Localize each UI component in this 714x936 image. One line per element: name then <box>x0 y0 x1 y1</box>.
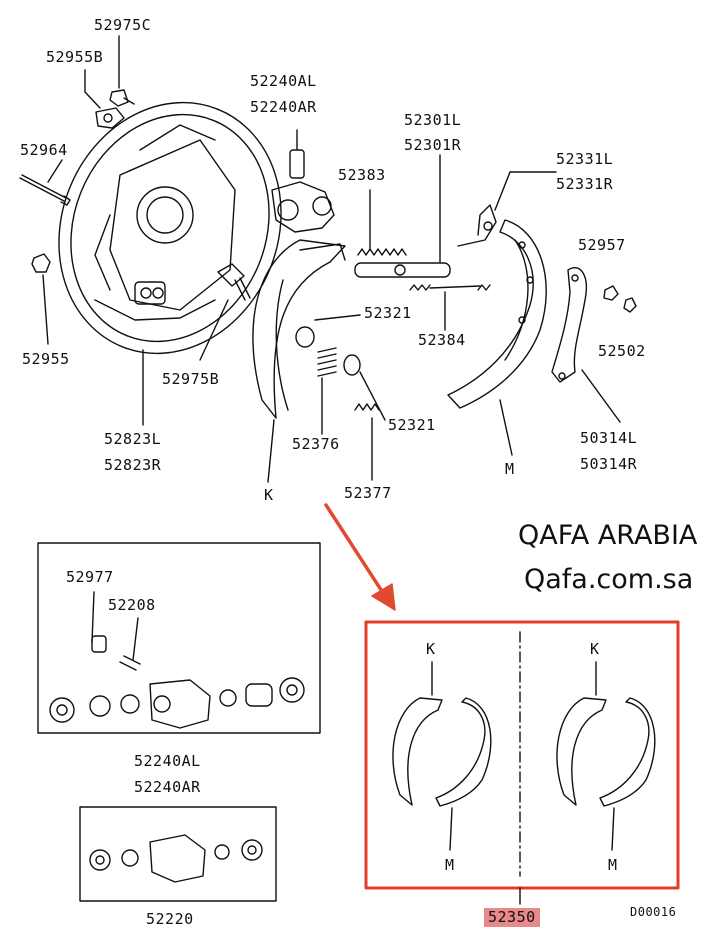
spring-52377 <box>355 404 379 480</box>
label-52331r: 52331R <box>556 175 614 193</box>
brake-shoe-k <box>253 240 345 418</box>
diagram-code: D00016 <box>630 905 677 919</box>
label-52301l: 52301L <box>404 111 462 129</box>
backing-plate <box>22 69 318 387</box>
label-52220: 52220 <box>146 910 194 928</box>
label-kit-m-left: M <box>445 856 455 874</box>
red-arrow <box>326 505 395 610</box>
label-52377: 52377 <box>344 484 392 502</box>
label-52955b: 52955B <box>46 48 104 66</box>
brake-shoe-m <box>448 220 546 408</box>
label-box-52240ar: 52240AR <box>134 778 201 796</box>
bolt-52964 <box>20 175 70 205</box>
adjuster-52301 <box>355 155 450 277</box>
spring-52384 <box>410 285 490 330</box>
label-52321-lower: 52321 <box>388 416 436 434</box>
label-52384: 52384 <box>418 331 466 349</box>
label-52240al: 52240AL <box>250 72 317 90</box>
label-52975c: 52975C <box>94 16 152 34</box>
label-52301r: 52301R <box>404 136 462 154</box>
label-52376: 52376 <box>292 435 340 453</box>
label-shoe-k: K <box>264 486 274 504</box>
label-52964: 52964 <box>20 141 68 159</box>
bolt-52975c <box>110 90 134 106</box>
label-kit-k-right: K <box>590 640 600 658</box>
clip-52502 <box>624 298 636 312</box>
spring-52383 <box>358 190 406 255</box>
label-shoe-m: M <box>505 460 515 478</box>
label-52823r: 52823R <box>104 456 162 474</box>
label-kit-m-right: M <box>608 856 618 874</box>
label-52977: 52977 <box>66 568 114 586</box>
label-kit-k-left: K <box>426 640 436 658</box>
label-50314r: 50314R <box>580 455 638 473</box>
kit-part-number: 52350 <box>484 908 540 927</box>
label-52321-upper: 52321 <box>364 304 412 322</box>
bracket-52955b <box>96 108 124 128</box>
label-52957: 52957 <box>578 236 626 254</box>
brake-shoe-kit-box <box>366 622 678 904</box>
wheel-cylinder-set-box <box>38 543 320 733</box>
cup-52321b <box>344 355 360 375</box>
watermark-website: Qafa.com.sa <box>524 564 694 595</box>
lever-52331 <box>458 205 496 246</box>
wheel-cylinder-52220-box <box>80 807 276 901</box>
washer-52957 <box>604 286 618 300</box>
label-52383: 52383 <box>338 166 386 184</box>
cup-52321a <box>296 327 314 347</box>
parking-lever-50314 <box>552 268 586 382</box>
spring-52376 <box>318 348 336 434</box>
label-box-52240al: 52240AL <box>134 752 201 770</box>
label-52208: 52208 <box>108 596 156 614</box>
bolt-52975b <box>218 264 250 300</box>
label-52240ar: 52240AR <box>250 98 317 116</box>
watermark-brand-name: QAFA ARABIA <box>518 520 698 551</box>
label-52331l: 52331L <box>556 150 614 168</box>
label-52502: 52502 <box>598 342 646 360</box>
label-52823l: 52823L <box>104 430 162 448</box>
wheel-cylinder-top <box>272 130 334 232</box>
label-50314l: 50314L <box>580 429 638 447</box>
label-52975b: 52975B <box>162 370 220 388</box>
label-52955: 52955 <box>22 350 70 368</box>
nut-52955 <box>32 254 50 272</box>
